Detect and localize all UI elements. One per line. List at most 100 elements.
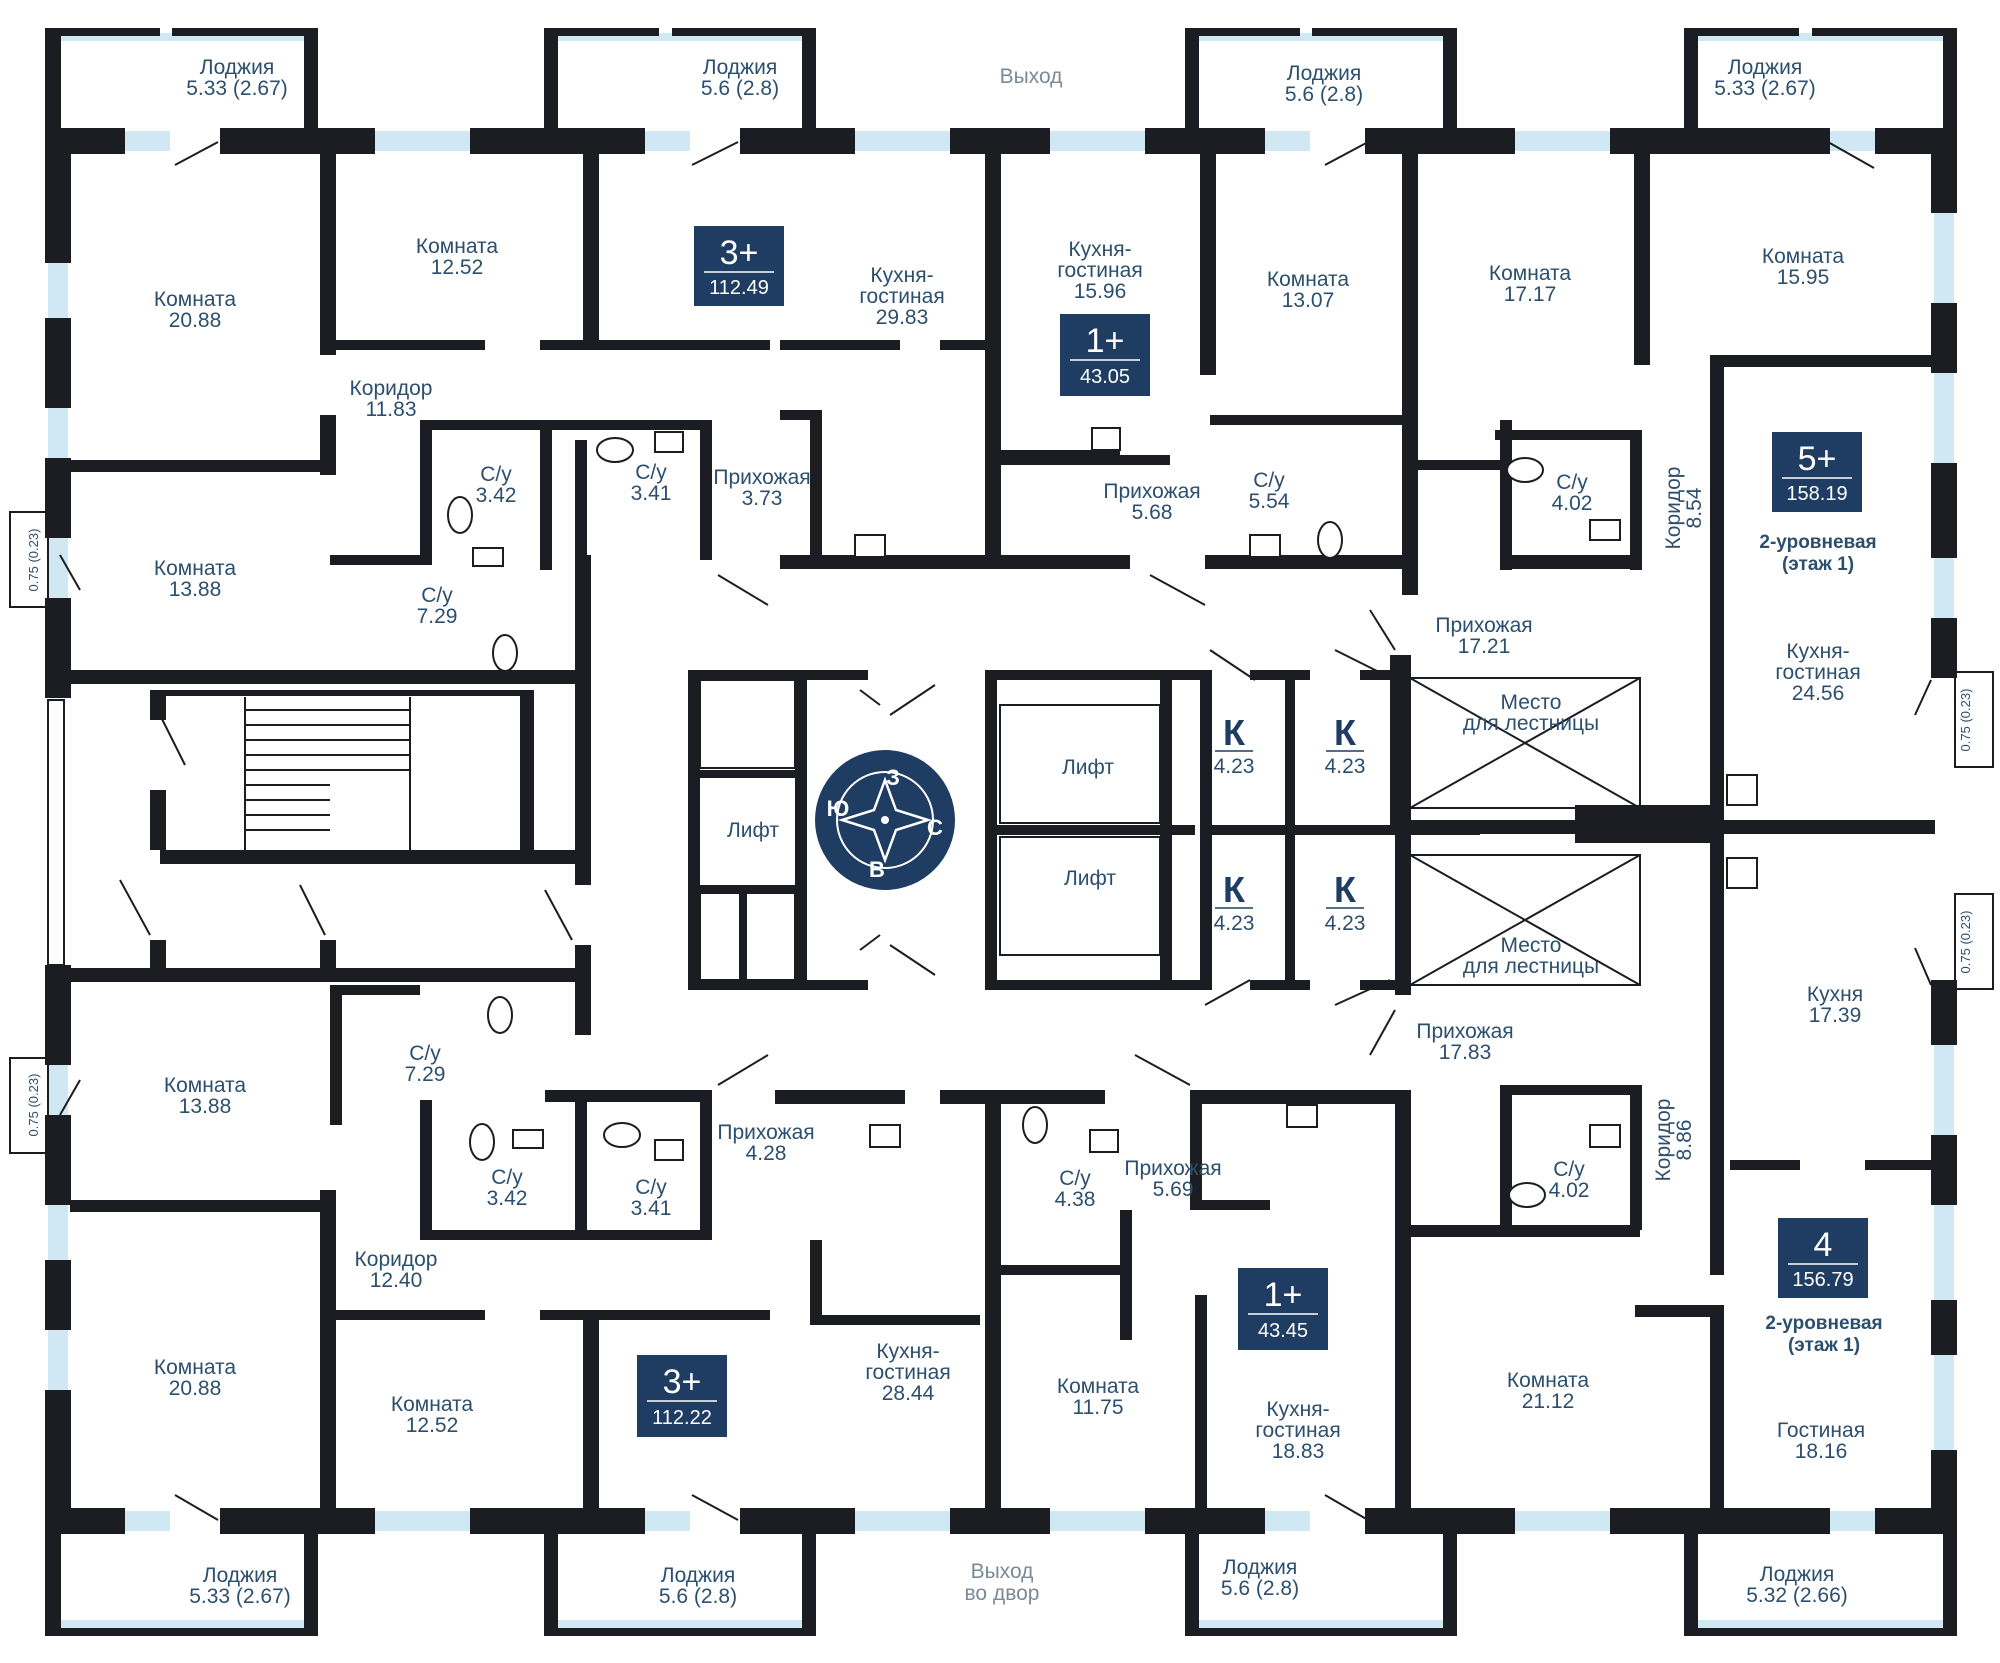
svg-text:3+: 3+ (720, 234, 759, 272)
svg-text:8.54: 8.54 (1683, 487, 1706, 528)
svg-text:Лифт: Лифт (1062, 756, 1114, 779)
room-label: С/у5.54 (1249, 469, 1290, 513)
svg-text:Комната: Комната (154, 1356, 237, 1379)
svg-text:28.44: 28.44 (882, 1382, 935, 1405)
svg-text:17.17: 17.17 (1504, 283, 1557, 306)
svg-text:Прихожая: Прихожая (1124, 1157, 1221, 1180)
svg-text:Комната: Комната (164, 1074, 247, 1097)
svg-text:Место: Место (1501, 691, 1562, 714)
svg-text:29.83: 29.83 (876, 306, 929, 329)
svg-text:5.6 (2.8): 5.6 (2.8) (1285, 83, 1363, 106)
svg-text:С/у: С/у (409, 1042, 441, 1065)
svg-text:2-уровневая: 2-уровневая (1759, 532, 1876, 553)
svg-text:Коридор: Коридор (1652, 1099, 1675, 1182)
apartment-badge: 4 156.79 (1778, 1218, 1868, 1298)
svg-text:Коридор: Коридор (355, 1248, 438, 1271)
svg-text:Лоджия: Лоджия (1223, 1556, 1297, 1579)
svg-text:Прихожая: Прихожая (1103, 480, 1200, 503)
room-label: С/у3.41 (631, 461, 672, 505)
svg-text:11.83: 11.83 (366, 398, 417, 421)
svg-text:18.83: 18.83 (1272, 1440, 1325, 1463)
svg-text:0.75 (0.23): 0.75 (0.23) (26, 1074, 41, 1137)
apartment-badge: 3+ 112.49 (694, 226, 784, 306)
svg-text:Прихожая: Прихожая (713, 466, 810, 489)
door-swings (59, 141, 1932, 1521)
svg-text:С/у: С/у (480, 463, 512, 486)
svg-text:3.42: 3.42 (487, 1187, 528, 1210)
svg-text:4.38: 4.38 (1055, 1188, 1096, 1211)
svg-text:для лестницы: для лестницы (1463, 955, 1599, 978)
apartment-badges: 3+ 112.49 1+ 43.05 5+ 158.19 3+ 112.22 1… (637, 226, 1868, 1437)
svg-text:С/у: С/у (1253, 469, 1285, 492)
storage-labels: К4.23 К4.23 К4.23 К4.23 (1214, 712, 1366, 935)
sanitary-fixtures (447, 427, 1758, 1208)
svg-text:4: 4 (1814, 1226, 1833, 1264)
svg-text:гостиная: гостиная (859, 285, 944, 308)
exit-labels: Выход Выход во двор (965, 65, 1063, 1605)
apartment-badge: 1+ 43.05 (1060, 314, 1150, 396)
svg-text:5.33 (2.67): 5.33 (2.67) (189, 1585, 291, 1608)
svg-text:Комната: Комната (391, 1393, 474, 1416)
svg-text:Комната: Комната (1267, 268, 1350, 291)
svg-text:гостиная: гостиная (1255, 1419, 1340, 1442)
interior-walls (70, 150, 1935, 1520)
svg-text:18.16: 18.16 (1795, 1440, 1848, 1463)
svg-text:13.07: 13.07 (1282, 289, 1335, 312)
room-label: С/у4.02 (1552, 471, 1593, 515)
svg-text:5.33 (2.67): 5.33 (2.67) (1714, 77, 1816, 100)
svg-text:13.88: 13.88 (179, 1095, 232, 1118)
svg-text:Комната: Комната (1507, 1369, 1590, 1392)
svg-text:Комната: Комната (154, 288, 237, 311)
svg-text:Кухня-: Кухня- (1266, 1398, 1329, 1421)
room-label: С/у4.02 (1549, 1158, 1590, 1202)
svg-text:20.88: 20.88 (169, 309, 222, 332)
svg-text:К: К (1223, 712, 1246, 753)
svg-text:С/у: С/у (1059, 1167, 1091, 1190)
svg-text:5+: 5+ (1798, 440, 1837, 478)
svg-text:4.23: 4.23 (1214, 755, 1255, 778)
svg-text:43.45: 43.45 (1258, 1320, 1308, 1342)
svg-text:Лоджия: Лоджия (200, 56, 274, 79)
compass-east: В (869, 857, 885, 882)
svg-text:3+: 3+ (663, 1363, 702, 1401)
svg-text:(этаж 1): (этаж 1) (1782, 554, 1854, 575)
svg-text:4.02: 4.02 (1552, 492, 1593, 515)
storage-unit: К4.23 (1214, 712, 1255, 778)
svg-text:5.68: 5.68 (1132, 501, 1173, 524)
svg-text:13.88: 13.88 (169, 578, 222, 601)
svg-text:5.6 (2.8): 5.6 (2.8) (659, 1585, 737, 1608)
svg-text:С/у: С/у (421, 584, 453, 607)
svg-text:4.02: 4.02 (1549, 1179, 1590, 1202)
svg-text:20.88: 20.88 (169, 1377, 222, 1400)
svg-text:Лифт: Лифт (727, 819, 779, 842)
room-label: Лифт (727, 819, 779, 842)
svg-text:К: К (1334, 869, 1357, 910)
svg-text:4.23: 4.23 (1214, 912, 1255, 935)
storage-unit: К4.23 (1325, 869, 1366, 935)
storage-unit: К4.23 (1325, 712, 1366, 778)
corridor-labels-vertical: Коридор 8.54 Коридор 8.86 (1652, 467, 1706, 1182)
svg-text:Прихожая: Прихожая (1416, 1020, 1513, 1043)
room-label: Лифт (1062, 756, 1114, 779)
svg-text:Коридор: Коридор (1662, 467, 1685, 550)
svg-text:24.56: 24.56 (1792, 682, 1845, 705)
compass: С Ю В З (815, 750, 955, 890)
svg-text:Комната: Комната (1057, 1375, 1140, 1398)
apartment-badge: 1+ 43.45 (1238, 1268, 1328, 1350)
